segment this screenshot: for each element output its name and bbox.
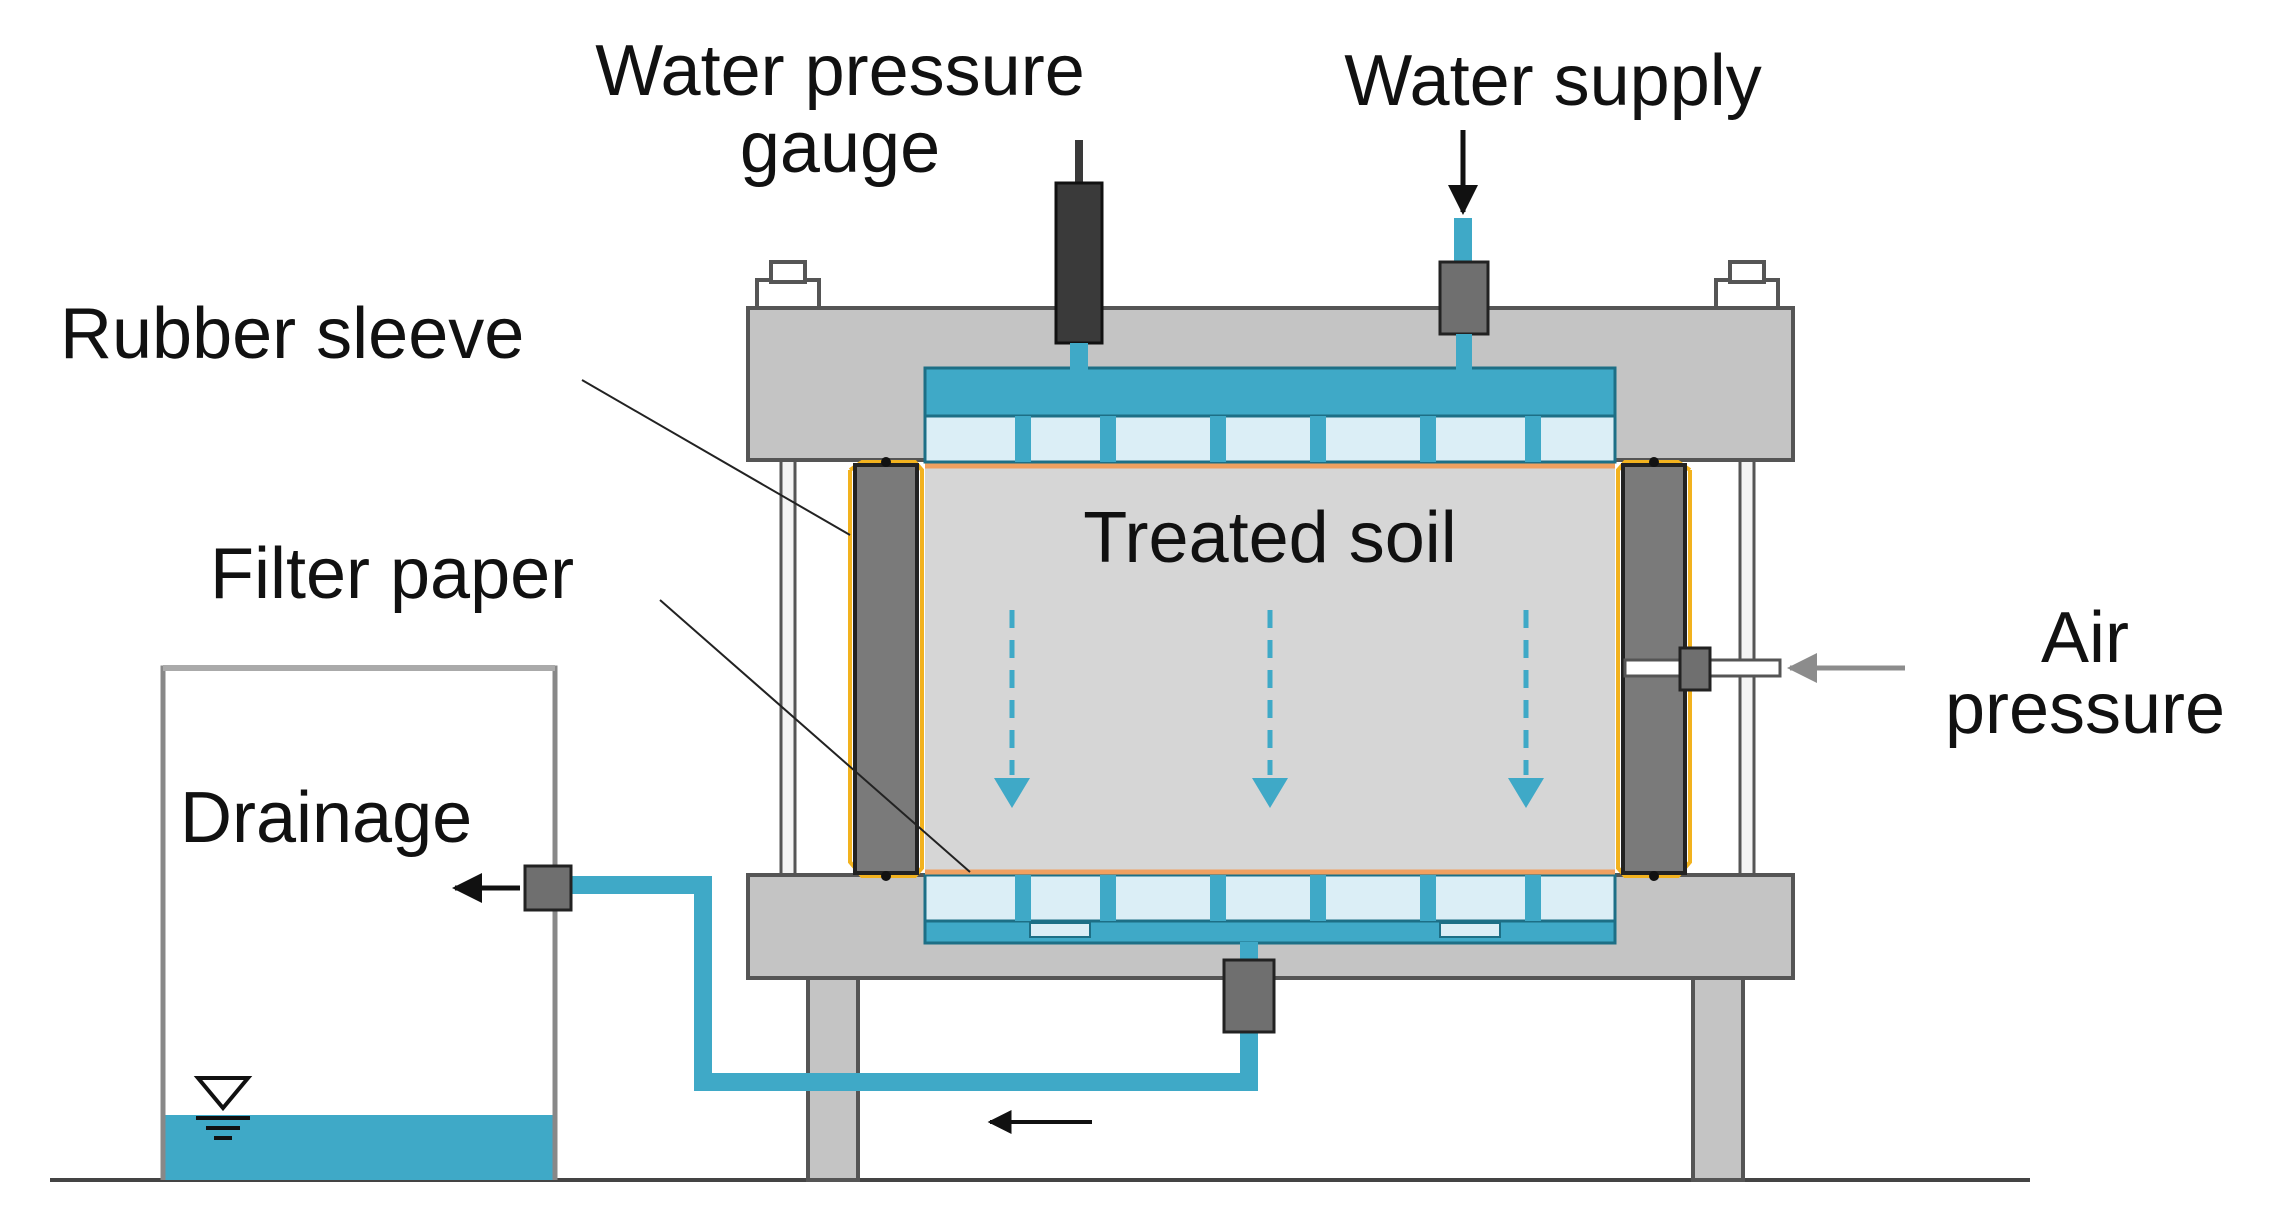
right-leg (1691, 976, 1745, 1182)
label-rubber-sleeve: Rubber sleeve (60, 294, 524, 374)
drainage-pipe (452, 864, 1276, 1134)
water-level-marker-icon (193, 1076, 253, 1140)
label-water-supply: Water supply (1344, 41, 1761, 121)
rubber-sleeve-leader (581, 379, 851, 536)
filter-paper-leader (659, 599, 971, 873)
drainage-tank (160, 665, 558, 1180)
water-supply-inlet (1438, 130, 1490, 370)
label-water-pressure-gauge-line2: gauge (740, 108, 940, 188)
left-sleeve-cell (853, 463, 919, 875)
label-drainage: Drainage (180, 778, 472, 858)
label-air-pressure-line1: Air (2041, 598, 2129, 678)
water-pressure-gauge (1054, 140, 1104, 371)
air-pressure-inlet (1623, 646, 1905, 692)
label-treated-soil: Treated soil (1083, 498, 1457, 578)
label-water-pressure-gauge-line1: Water pressure (595, 31, 1084, 111)
label-filter-paper: Filter paper (210, 534, 574, 614)
label-air-pressure-line2: pressure (1945, 669, 2225, 749)
flow-direction-arrows (994, 610, 1544, 808)
top-water-chamber (923, 366, 1617, 464)
bottom-water-chamber (923, 873, 1617, 945)
